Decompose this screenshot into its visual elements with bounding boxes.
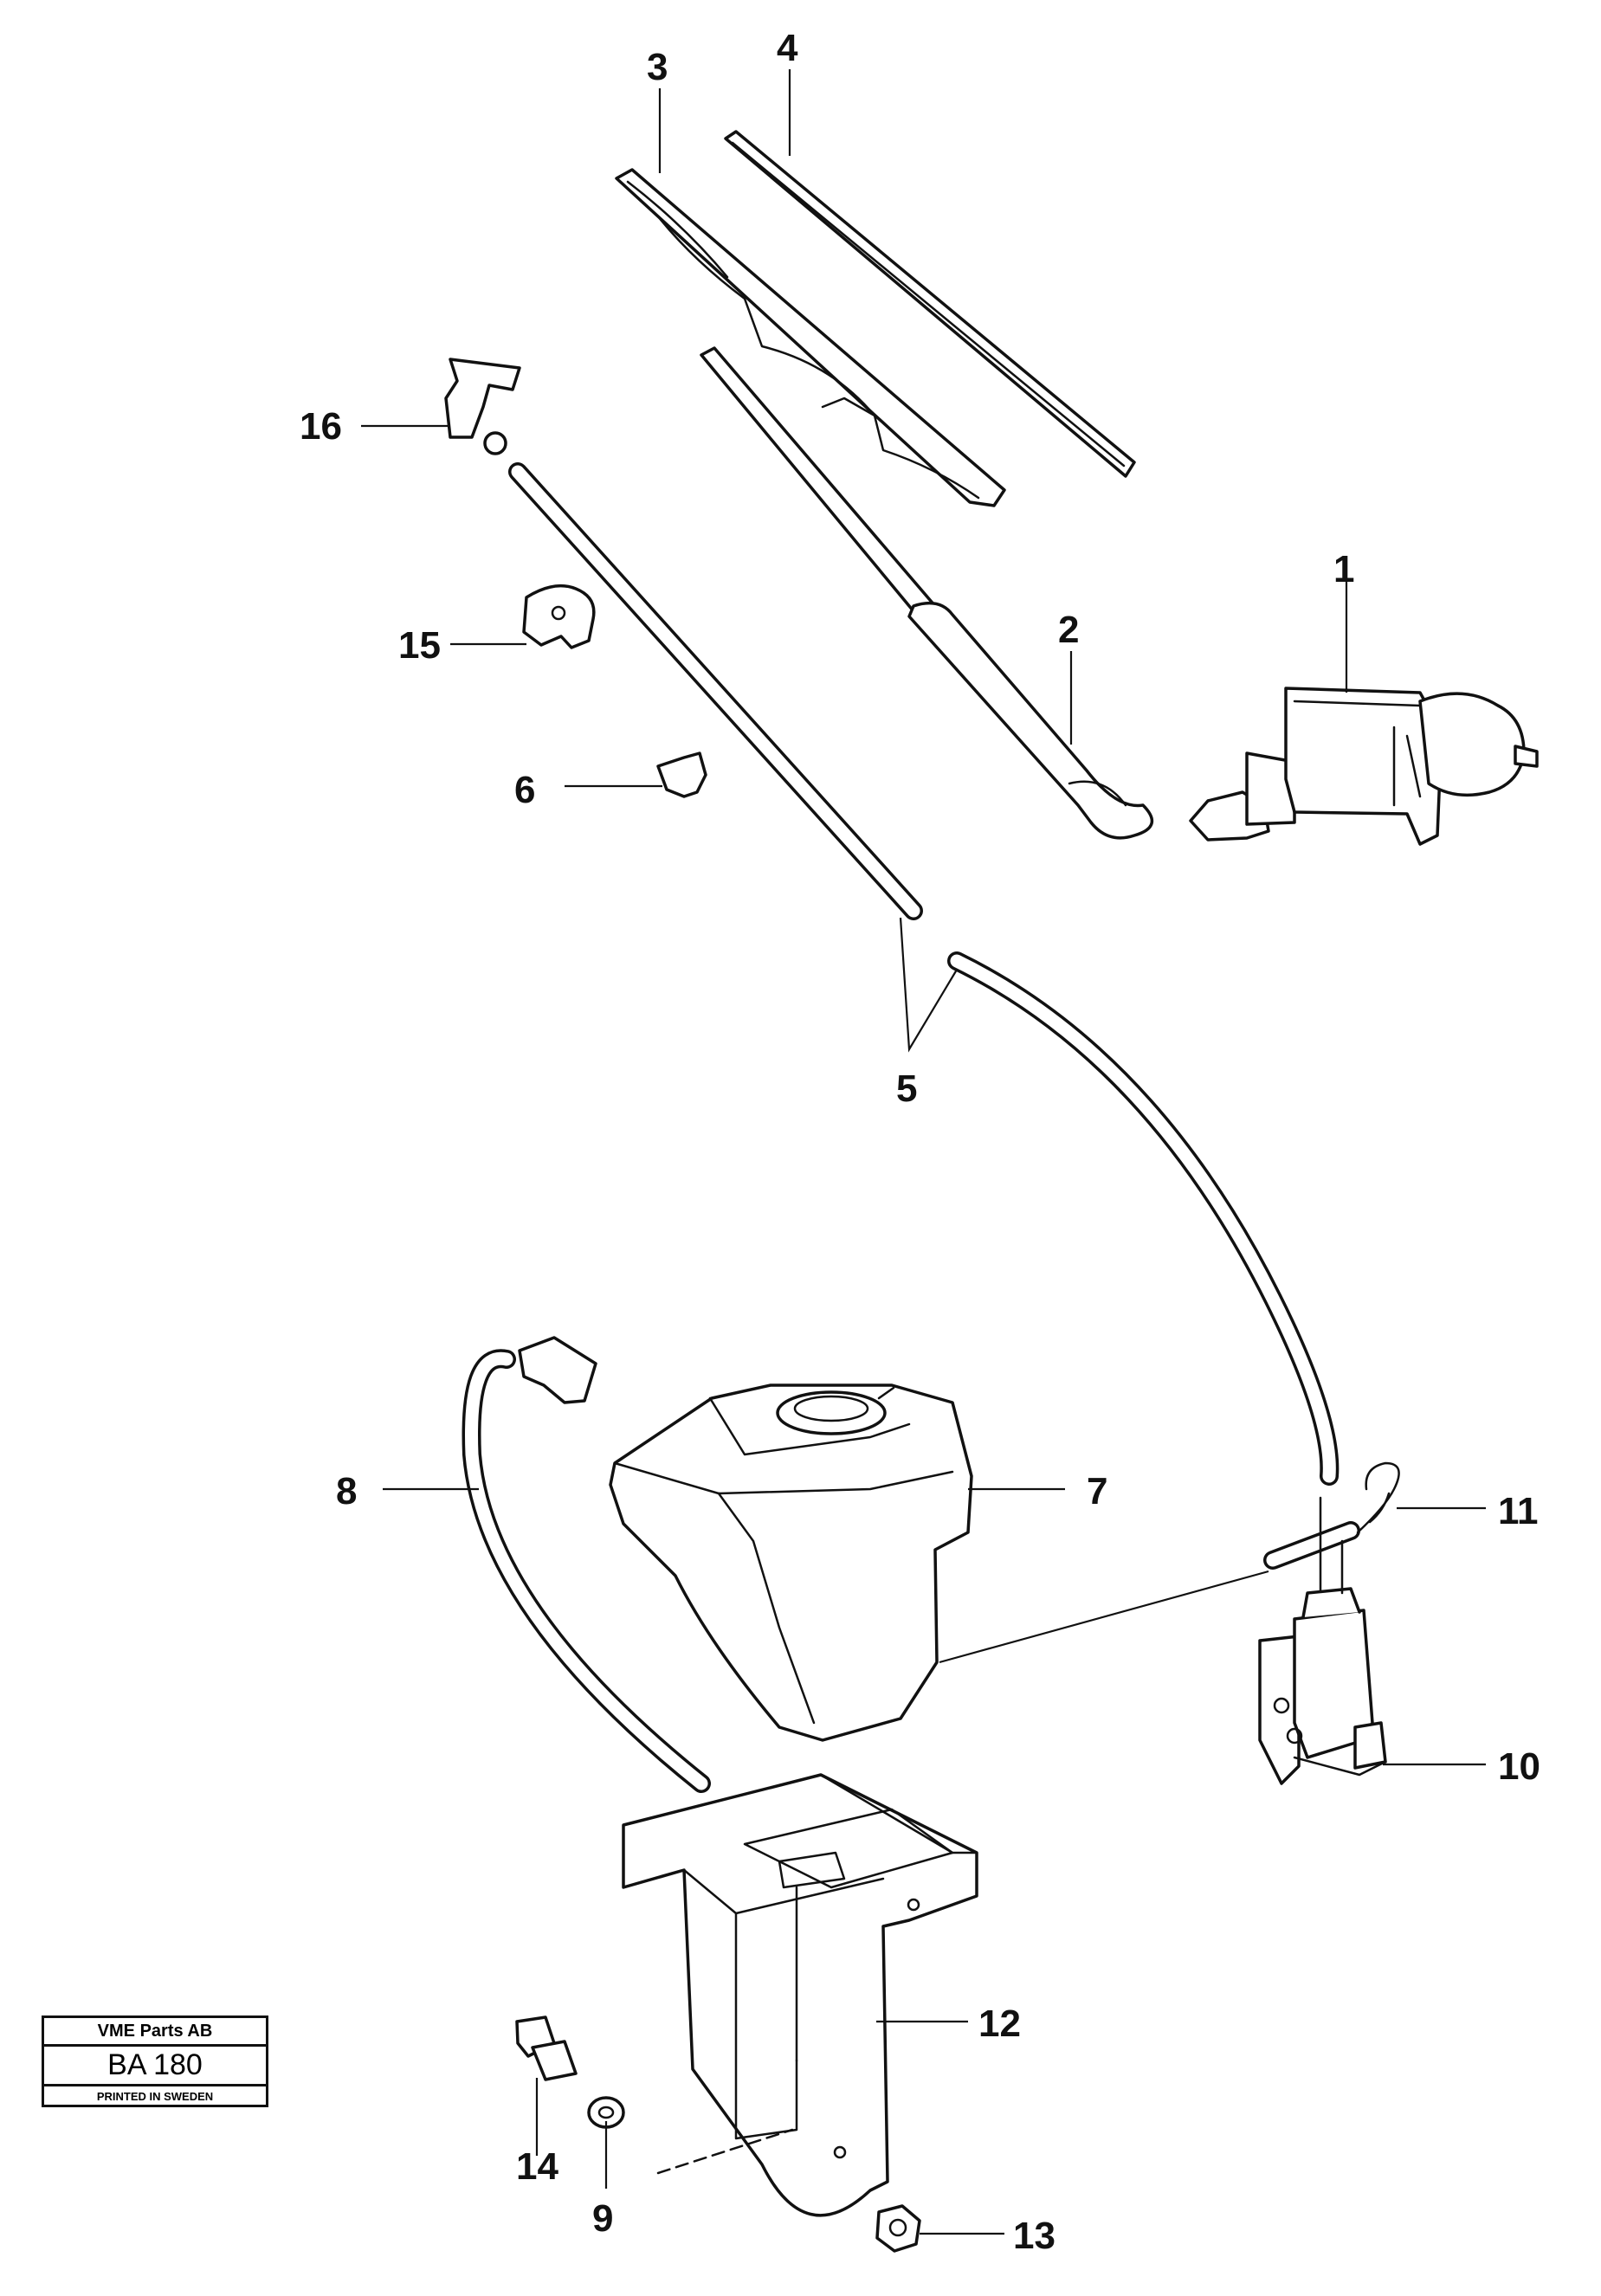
part-11-pipe: [1356, 1461, 1400, 1534]
callout-10: 10: [1498, 1745, 1540, 1788]
callout-9: 9: [592, 2197, 613, 2240]
callout-5: 5: [896, 1067, 917, 1110]
leader-lines: [361, 69, 1486, 2235]
part-12-bracket: [622, 1773, 978, 2217]
part-3-wiper-blade: [615, 168, 1006, 507]
callout-15: 15: [398, 624, 441, 667]
callout-1: 1: [1333, 548, 1354, 590]
part-13-nut: [875, 2204, 921, 2253]
part-14-bolt: [515, 2015, 578, 2081]
publisher-stamp: VME Parts AB BA 180 PRINTED IN SWEDEN: [42, 2015, 268, 2107]
part-4-wiper-rubber: [724, 130, 1136, 478]
stamp-company: VME Parts AB: [44, 2018, 266, 2047]
callout-7: 7: [1087, 1470, 1107, 1512]
callout-13: 13: [1013, 2215, 1055, 2257]
callout-8: 8: [336, 1470, 357, 1512]
part-6-clip: [656, 751, 707, 798]
callout-6: 6: [514, 769, 535, 811]
callout-14: 14: [516, 2145, 558, 2188]
stamp-printed: PRINTED IN SWEDEN: [96, 2090, 214, 2103]
callout-16: 16: [300, 405, 342, 448]
part-7-reservoir: [609, 1383, 973, 1742]
callout-12: 12: [978, 2003, 1021, 2045]
part-1-wiper-motor: [1189, 687, 1539, 846]
part-2-wiper-arm: [700, 346, 1154, 840]
part-8-hose: [462, 1336, 711, 1793]
part-16-clip: [444, 358, 521, 455]
callout-3: 3: [647, 46, 668, 88]
stamp-code: BA 180: [44, 2047, 266, 2086]
part-10-pump: [1258, 1496, 1387, 1785]
callout-11: 11: [1498, 1490, 1539, 1532]
callout-4: 4: [777, 27, 798, 69]
callout-2: 2: [1058, 609, 1079, 651]
part-15-clip: [522, 584, 596, 649]
callout-numbers: 1 2 3 4 5 6 7 8 9 10 11 12 13 14 15 16: [300, 27, 1540, 2257]
part-5-washer-hose: [508, 462, 1360, 1570]
